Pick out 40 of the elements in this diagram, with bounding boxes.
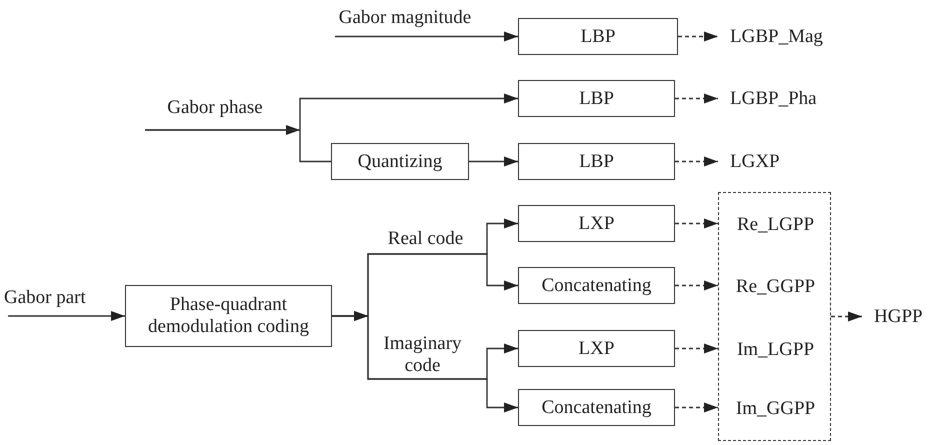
dashed-group-box [718, 192, 831, 441]
box-text: LBP [580, 26, 616, 48]
feature-label: Im_GGPP [736, 398, 816, 420]
feature-label: Re_GGPP [736, 276, 816, 298]
arrow [675, 218, 718, 228]
process-box [518, 389, 675, 426]
arrow [675, 280, 718, 290]
arrow [831, 312, 862, 322]
box-text: Concatenating [542, 274, 652, 296]
arrow [335, 32, 518, 42]
process-box [518, 205, 675, 242]
arrow [331, 311, 519, 412]
arrow [675, 94, 718, 104]
arrow [144, 129, 332, 162]
box-text: LXP [578, 212, 614, 234]
process-box [518, 18, 678, 55]
box-text: Quantizing [358, 150, 442, 172]
arrow [675, 344, 718, 354]
box-text: LXP [578, 338, 614, 360]
arrow [8, 311, 125, 321]
arrow [675, 402, 718, 412]
arrow [678, 32, 718, 42]
output-label: HGPP [874, 306, 923, 328]
process-box [125, 285, 332, 347]
box-text: LBP [579, 88, 614, 110]
box-text: Concatenating [542, 396, 652, 418]
process-box [518, 80, 675, 117]
arrow [675, 156, 718, 166]
process-box [518, 143, 675, 180]
box-text: LBP [579, 150, 614, 172]
output-label: LGXP [730, 150, 780, 172]
process-box [331, 143, 469, 180]
arrow [469, 156, 518, 166]
process-box [518, 267, 675, 304]
box-text: Phase-quadrant demodulation coding [147, 294, 310, 338]
process-box [518, 330, 675, 367]
feature-label: Im_LGPP [736, 338, 814, 360]
output-label: LGBP_Mag [730, 26, 823, 48]
feature-label: Re_LGPP [736, 214, 814, 236]
output-label: LGBP_Pha [730, 88, 817, 110]
